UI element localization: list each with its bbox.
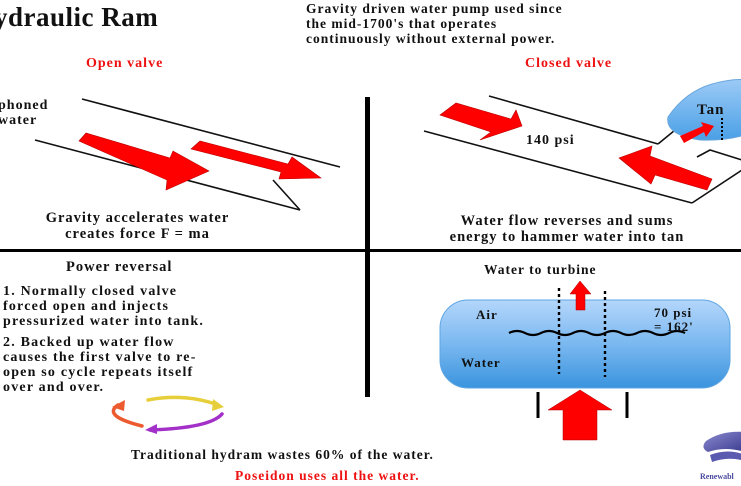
open-valve-caption: Gravity accelerates water creates force …	[0, 210, 275, 242]
air-label: Air	[476, 307, 498, 322]
list-line: 1. Normally closed valve	[3, 284, 178, 299]
subtitle-line: Gravity driven water pump used since	[306, 1, 563, 16]
closed-valve-heading: Closed valve	[525, 56, 613, 71]
list-line: over and over.	[3, 380, 105, 395]
list-line: open so cycle repeats itself	[3, 365, 194, 380]
subtitle-line: the mid-1700's that operates	[306, 16, 498, 31]
diagram-title: ydraulic Ram	[0, 2, 159, 32]
injection-arrow	[680, 122, 714, 143]
subtitle-line: continuously without external power.	[306, 31, 556, 46]
tank-label: Tan	[697, 102, 725, 118]
pressure-line: 70 psi	[654, 305, 693, 320]
open-valve-pipe	[34, 98, 341, 211]
caption-line: creates force F = ma	[65, 226, 210, 242]
water-label: Water	[461, 355, 501, 370]
diagram-subtitle: Gravity driven water pump used since the…	[306, 1, 563, 46]
vertical-divider	[365, 97, 370, 397]
caption-line: Water flow reverses and sums	[460, 213, 674, 229]
list-line: forced open and injects	[3, 299, 170, 314]
closed-valve-pipe	[423, 95, 741, 204]
caption-line: Gravity accelerates water	[45, 210, 230, 226]
power-reversal-heading: Power reversal	[66, 259, 173, 275]
siphoned-water-label: phoned water	[0, 98, 48, 128]
flow-arrow	[618, 145, 713, 191]
tank-pressure-label: 70 psi = 162'	[654, 306, 694, 334]
list-line: pressurized water into tank.	[3, 314, 205, 329]
open-valve-heading: Open valve	[86, 56, 164, 71]
water-surface-line	[508, 329, 686, 337]
power-reversal-item-2: 2. Backed up water flow causes the first…	[3, 335, 197, 395]
inflow-arrow	[547, 389, 613, 441]
flow-arrow	[78, 132, 210, 191]
horizontal-divider	[0, 249, 741, 252]
label-line: water	[0, 113, 38, 128]
cycle-icon	[111, 395, 224, 434]
footer-highlight: Poseidon uses all the water.	[235, 468, 420, 483]
pressure-line: = 162'	[654, 319, 694, 334]
footer-note: Traditional hydram wastes 60% of the wat…	[131, 447, 434, 462]
caption-line: energy to hammer water into tan	[449, 229, 685, 245]
power-reversal-item-1: 1. Normally closed valve forced open and…	[3, 284, 204, 329]
turbine-heading: Water to turbine	[484, 262, 597, 277]
renewable-logo	[703, 431, 741, 462]
closed-valve-caption: Water flow reverses and sums energy to h…	[382, 213, 741, 245]
outflow-arrow	[569, 280, 592, 311]
flow-arrow	[190, 140, 322, 180]
pressure-label-140: 140 psi	[526, 133, 575, 148]
label-line: phoned	[0, 98, 49, 113]
list-line: causes the first valve to re-	[3, 350, 197, 365]
flow-arrow	[439, 102, 523, 141]
logo-text: Renewabl	[700, 472, 734, 481]
list-line: 2. Backed up water flow	[3, 335, 175, 350]
